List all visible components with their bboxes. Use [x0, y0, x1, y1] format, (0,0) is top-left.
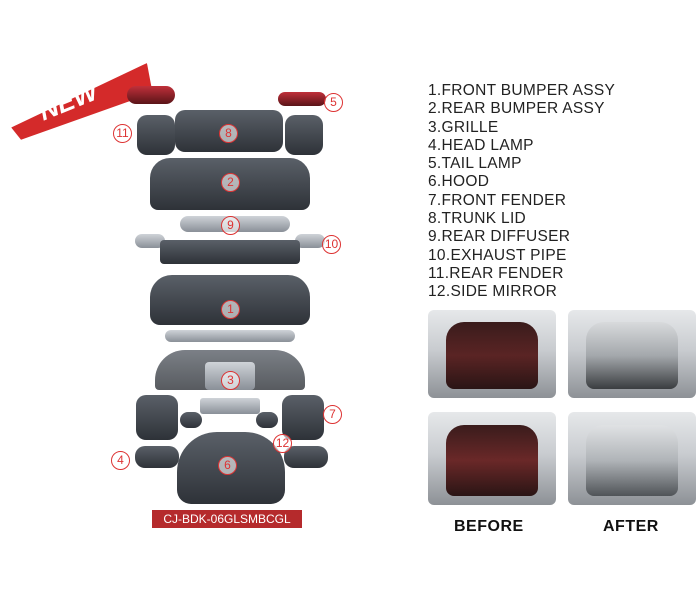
- callout-4: 4: [111, 451, 130, 470]
- front-fender-left: [136, 395, 178, 440]
- exhaust-pipe-left: [135, 234, 165, 248]
- callout-6: 6: [218, 456, 237, 475]
- tail-lamp-right: [278, 92, 326, 106]
- rear-fender-right: [285, 115, 323, 155]
- callout-8: 8: [219, 124, 238, 143]
- before-front-photo: [428, 310, 556, 398]
- parts-list-item: 9.REAR DIFFUSER: [428, 228, 571, 246]
- callout-1: 1: [221, 300, 240, 319]
- side-mirror-right: [256, 412, 278, 428]
- head-lamp-right: [284, 446, 328, 468]
- before-label: BEFORE: [454, 518, 524, 535]
- callout-11: 11: [113, 124, 132, 143]
- callout-7: 7: [323, 405, 342, 424]
- small-parts: [200, 398, 260, 414]
- callout-9: 9: [221, 216, 240, 235]
- callout-5: 5: [324, 93, 343, 112]
- head-lamp-left: [135, 446, 179, 468]
- callout-10: 10: [322, 235, 341, 254]
- before-rear-photo: [428, 412, 556, 505]
- parts-list-item: 12.SIDE MIRROR: [428, 283, 558, 301]
- parts-list-item: 3.GRILLE: [428, 118, 499, 136]
- parts-list-item: 8.TRUNK LID: [428, 210, 527, 228]
- side-mirror-left: [180, 412, 202, 428]
- parts-list-item: 1.FRONT BUMPER ASSY: [428, 82, 616, 99]
- product-code-label: CJ-BDK-06GLSMBCGL: [152, 510, 302, 528]
- parts-list-item: 10.EXHAUST PIPE: [428, 246, 567, 264]
- brackets: [160, 240, 300, 264]
- parts-list-item: 5.TAIL LAMP: [428, 155, 522, 173]
- exhaust-pipe-right: [295, 234, 325, 248]
- rear-fender-left: [137, 115, 175, 155]
- after-rear-photo: [568, 412, 696, 505]
- parts-list: 1.FRONT BUMPER ASSY 2.REAR BUMPER ASSY 3…: [428, 82, 615, 302]
- parts-list-item: 7.FRONT FENDER: [428, 191, 567, 209]
- front-lip: [165, 330, 295, 342]
- front-fender-right: [282, 395, 324, 440]
- after-label: AFTER: [603, 518, 659, 535]
- after-front-photo: [568, 310, 696, 398]
- callout-3: 3: [221, 371, 240, 390]
- parts-list-item: 4.HEAD LAMP: [428, 136, 534, 154]
- parts-list-item: 11.REAR FENDER: [428, 264, 564, 282]
- tail-lamp-left: [127, 86, 175, 104]
- parts-list-item: 6.HOOD: [428, 173, 490, 191]
- parts-list-item: 2.REAR BUMPER ASSY: [428, 100, 605, 118]
- callout-2: 2: [221, 173, 240, 192]
- callout-12: 12: [273, 434, 292, 453]
